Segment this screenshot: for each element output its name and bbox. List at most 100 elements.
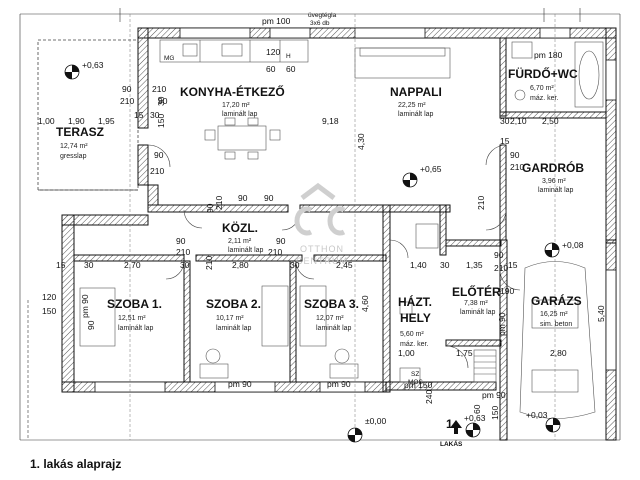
level-marker bbox=[402, 172, 418, 188]
dimension-label: 30 bbox=[156, 96, 166, 106]
door-swings bbox=[147, 144, 521, 369]
dimension-label: 120 bbox=[266, 47, 280, 57]
room-name: GARDRÓB bbox=[522, 160, 584, 175]
room-material: laminált lap bbox=[316, 325, 352, 332]
room-area: 7,38 m² bbox=[464, 300, 488, 307]
dimension-label: 2,80 bbox=[232, 260, 249, 270]
dimension-label: 15 bbox=[500, 136, 510, 146]
dimension-label: 30 bbox=[180, 260, 190, 270]
dimension-label: 90 bbox=[176, 236, 186, 246]
room-labels: KONYHA-ÉTKEZŐ 17,20 m² laminált lap NAPP… bbox=[56, 66, 584, 348]
dimension-label: 30 bbox=[440, 260, 450, 270]
room-name: GARÁZS bbox=[531, 293, 582, 308]
dimension-label: 60 bbox=[286, 64, 296, 74]
dimension-label: 15 bbox=[508, 260, 518, 270]
dimension-label: 60 bbox=[472, 404, 482, 414]
dimension-label: 210 bbox=[214, 196, 224, 210]
dimension-label: 190 bbox=[500, 286, 514, 296]
dimension-label: 120 bbox=[42, 292, 56, 302]
dimension-label: 90 bbox=[86, 320, 96, 330]
room-material: laminált lap bbox=[228, 247, 264, 254]
entrance-arrow-icon bbox=[450, 420, 462, 434]
guide-lines bbox=[129, 14, 556, 440]
room-material: laminált lap bbox=[538, 187, 574, 194]
room-name: KONYHA-ÉTKEZŐ bbox=[180, 84, 285, 99]
level-value: ±0,00 bbox=[365, 416, 386, 426]
dimension-label: 210 bbox=[176, 247, 190, 257]
level-marker bbox=[347, 427, 363, 443]
level-value: +0,63 bbox=[82, 60, 104, 70]
furniture bbox=[79, 39, 604, 419]
dimension-label: 1,00 bbox=[398, 348, 415, 358]
level-value: +0,08 bbox=[562, 240, 584, 250]
room-material: sim. beton bbox=[540, 321, 572, 328]
room-area: 6,70 m² bbox=[530, 85, 554, 92]
level-marker bbox=[64, 64, 80, 80]
room-material: laminált lap bbox=[460, 309, 496, 316]
symbol-mg: MG bbox=[164, 55, 174, 62]
dimension-label: 150 bbox=[490, 406, 500, 420]
entrance-label: LAKÁS bbox=[440, 439, 463, 448]
symbol-h: H bbox=[286, 53, 291, 60]
room-name: ELŐTÉR bbox=[452, 284, 501, 299]
dimension-label: 5,40 bbox=[596, 305, 606, 322]
dimension-label: pm 90 bbox=[228, 379, 252, 389]
dimension-label: 2,50 bbox=[542, 116, 559, 126]
symbol-sz: SZ bbox=[411, 371, 419, 378]
room-name: FÜRDŐ+WC bbox=[508, 66, 578, 81]
dimension-label: 4,30 bbox=[356, 133, 366, 150]
room-material: laminált lap bbox=[118, 325, 154, 332]
room-name: SZOBA 2. bbox=[206, 297, 261, 311]
plan-caption: 1. lakás alaprajz bbox=[30, 457, 122, 471]
dimension-label: 150 bbox=[42, 306, 56, 316]
dimension-label: 2,45 bbox=[336, 260, 353, 270]
dimension-label: pm 90 bbox=[497, 312, 507, 336]
room-name: KÖZL. bbox=[222, 220, 258, 235]
room-material: laminált lap bbox=[216, 325, 252, 332]
dimension-label: 30 bbox=[290, 260, 300, 270]
dimension-label: 90 bbox=[238, 193, 248, 203]
level-value: +0,63 bbox=[464, 413, 486, 423]
level-values: +0,63 +0,65 +0,08 ±0,00 +0,63 +0,03 bbox=[82, 60, 584, 426]
dimension-label: 30 bbox=[84, 260, 94, 270]
dimension-label: 1,75 bbox=[456, 348, 473, 358]
dimension-label: 210 bbox=[510, 162, 524, 172]
dimension-label: 210 bbox=[476, 196, 486, 210]
level-value: +0,65 bbox=[420, 164, 442, 174]
dimension-frame bbox=[19, 8, 621, 441]
dimension-labels: pm 100 üvegtégla 3x6 db 120 60 60 pm 180… bbox=[38, 12, 606, 420]
level-marker bbox=[545, 417, 561, 433]
dimension-label: 9,18 bbox=[322, 116, 339, 126]
room-area: 12,07 m² bbox=[316, 315, 344, 322]
room-name: NAPPALI bbox=[390, 85, 442, 99]
dimension-label: 2,70 bbox=[124, 260, 141, 270]
dimension-label: 1,35 bbox=[466, 260, 483, 270]
room-material: máz. ker. bbox=[400, 341, 428, 348]
dimension-label: pm 90 bbox=[80, 294, 90, 318]
dimension-label: 210 bbox=[152, 84, 166, 94]
level-markers bbox=[64, 64, 561, 443]
dimension-label: 2,80 bbox=[550, 348, 567, 358]
dimension-label: pm 100 bbox=[262, 16, 291, 26]
dimension-label: pm 180 bbox=[534, 50, 563, 60]
watermark-line2: CENTRUM bbox=[296, 256, 348, 266]
room-material: máz. ker. bbox=[530, 95, 558, 102]
room-area: 2,11 m² bbox=[228, 238, 252, 245]
room-area: 5,60 m² bbox=[400, 331, 424, 338]
dimension-label: 90 bbox=[510, 150, 520, 160]
room-area: 22,25 m² bbox=[398, 102, 426, 109]
dimension-label: 240 bbox=[424, 390, 434, 404]
level-marker bbox=[544, 242, 560, 258]
dimension-label: 30 bbox=[150, 110, 160, 120]
dimension-label: 90 bbox=[154, 150, 164, 160]
room-area: 12,74 m² bbox=[60, 143, 88, 150]
dimension-label: 1,90 bbox=[68, 116, 85, 126]
dimension-label: 15 bbox=[56, 260, 66, 270]
dimension-label: 1,40 bbox=[410, 260, 427, 270]
dimension-label: 90 bbox=[122, 84, 132, 94]
dimension-label: 30 bbox=[500, 116, 510, 126]
dimension-label: 4,60 bbox=[360, 295, 370, 312]
dimension-label: 210 bbox=[494, 263, 508, 273]
room-name: HÁZT. bbox=[398, 294, 432, 309]
room-name: HELY bbox=[400, 311, 431, 325]
